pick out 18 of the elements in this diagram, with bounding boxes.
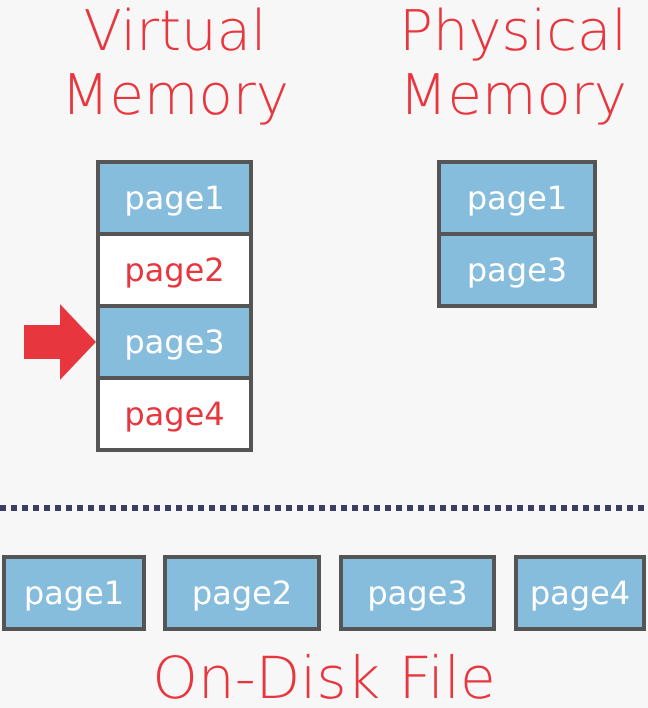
heading: Physical Memory [399,0,627,128]
page-label: page1 [124,179,225,217]
page-box [339,555,496,631]
page-label: page4 [530,574,630,612]
heading: On-Disk File [152,644,496,708]
page-box [514,555,646,631]
page-label: page3 [466,251,568,289]
page-box [2,555,146,631]
page-label: page2 [124,251,225,289]
page-label: page2 [192,574,292,612]
page-label: page1 [24,574,124,612]
page-label: page1 [466,179,568,217]
page-label: page4 [124,395,225,433]
block-arrow [24,304,96,380]
page-box [163,555,321,631]
page-label: page3 [124,323,225,361]
heading: Virtual Memory [61,0,289,128]
page-label: page3 [367,574,468,612]
